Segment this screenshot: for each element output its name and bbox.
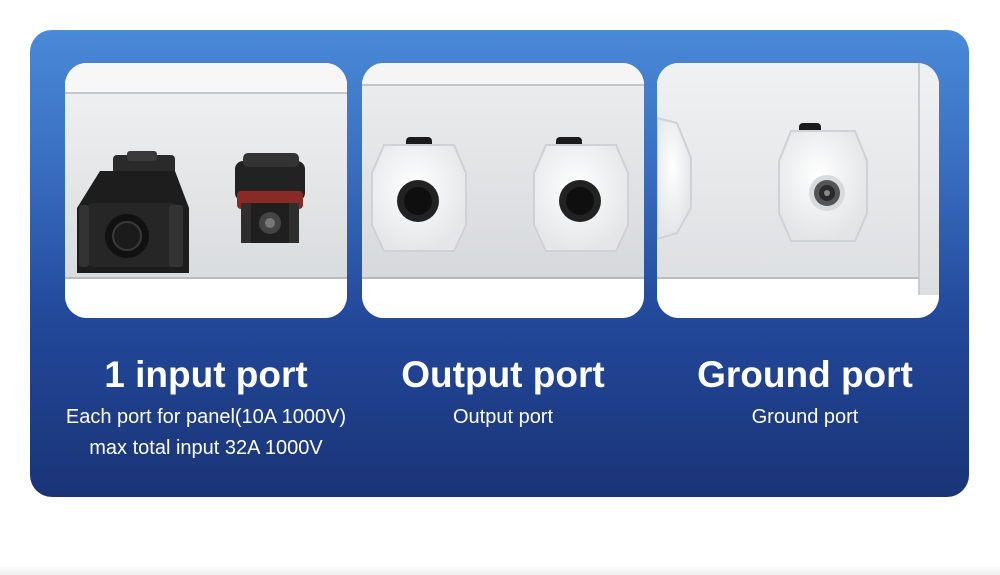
input-port-description-line: Each port for panel(10A 1000V) — [65, 406, 347, 428]
input-port-description-line: max total input 32A 1000V — [89, 437, 323, 459]
ground-port-description-line: Ground port — [751, 406, 859, 428]
ground-port-description: Ground port — [645, 402, 965, 433]
output-port-photo-card — [362, 63, 644, 318]
cable-gland-pair-icon — [362, 63, 644, 318]
ground-cable-gland-icon — [657, 63, 939, 318]
page-bottom-divider — [0, 565, 1000, 575]
mc4-connector-pair-icon — [65, 63, 347, 318]
output-port-description-line: Output port — [452, 406, 554, 428]
input-port-description: Each port for panel(10A 1000V) max total… — [46, 402, 366, 464]
feature-panel: 1 input port Each port for panel(10A 100… — [30, 30, 969, 497]
input-port-title: 1 input port — [104, 354, 308, 395]
output-port-title: Output port — [401, 354, 605, 395]
input-port-caption: 1 input port Each port for panel(10A 100… — [46, 352, 366, 464]
ground-port-photo-card — [657, 63, 939, 318]
partial-cable-gland-icon — [657, 116, 692, 241]
output-port-caption: Output port Output port — [343, 352, 663, 433]
ground-port-caption: Ground port Ground port — [645, 352, 965, 433]
output-port-description: Output port — [343, 402, 663, 433]
cable-gland-left-icon — [371, 137, 467, 252]
mc4-female-connector-icon — [77, 151, 189, 273]
cable-gland-right-icon — [533, 137, 629, 252]
mc4-male-connector-icon — [235, 153, 305, 243]
ground-port-title: Ground port — [697, 354, 913, 395]
input-port-photo-card — [65, 63, 347, 318]
ground-gland-icon — [778, 123, 868, 242]
